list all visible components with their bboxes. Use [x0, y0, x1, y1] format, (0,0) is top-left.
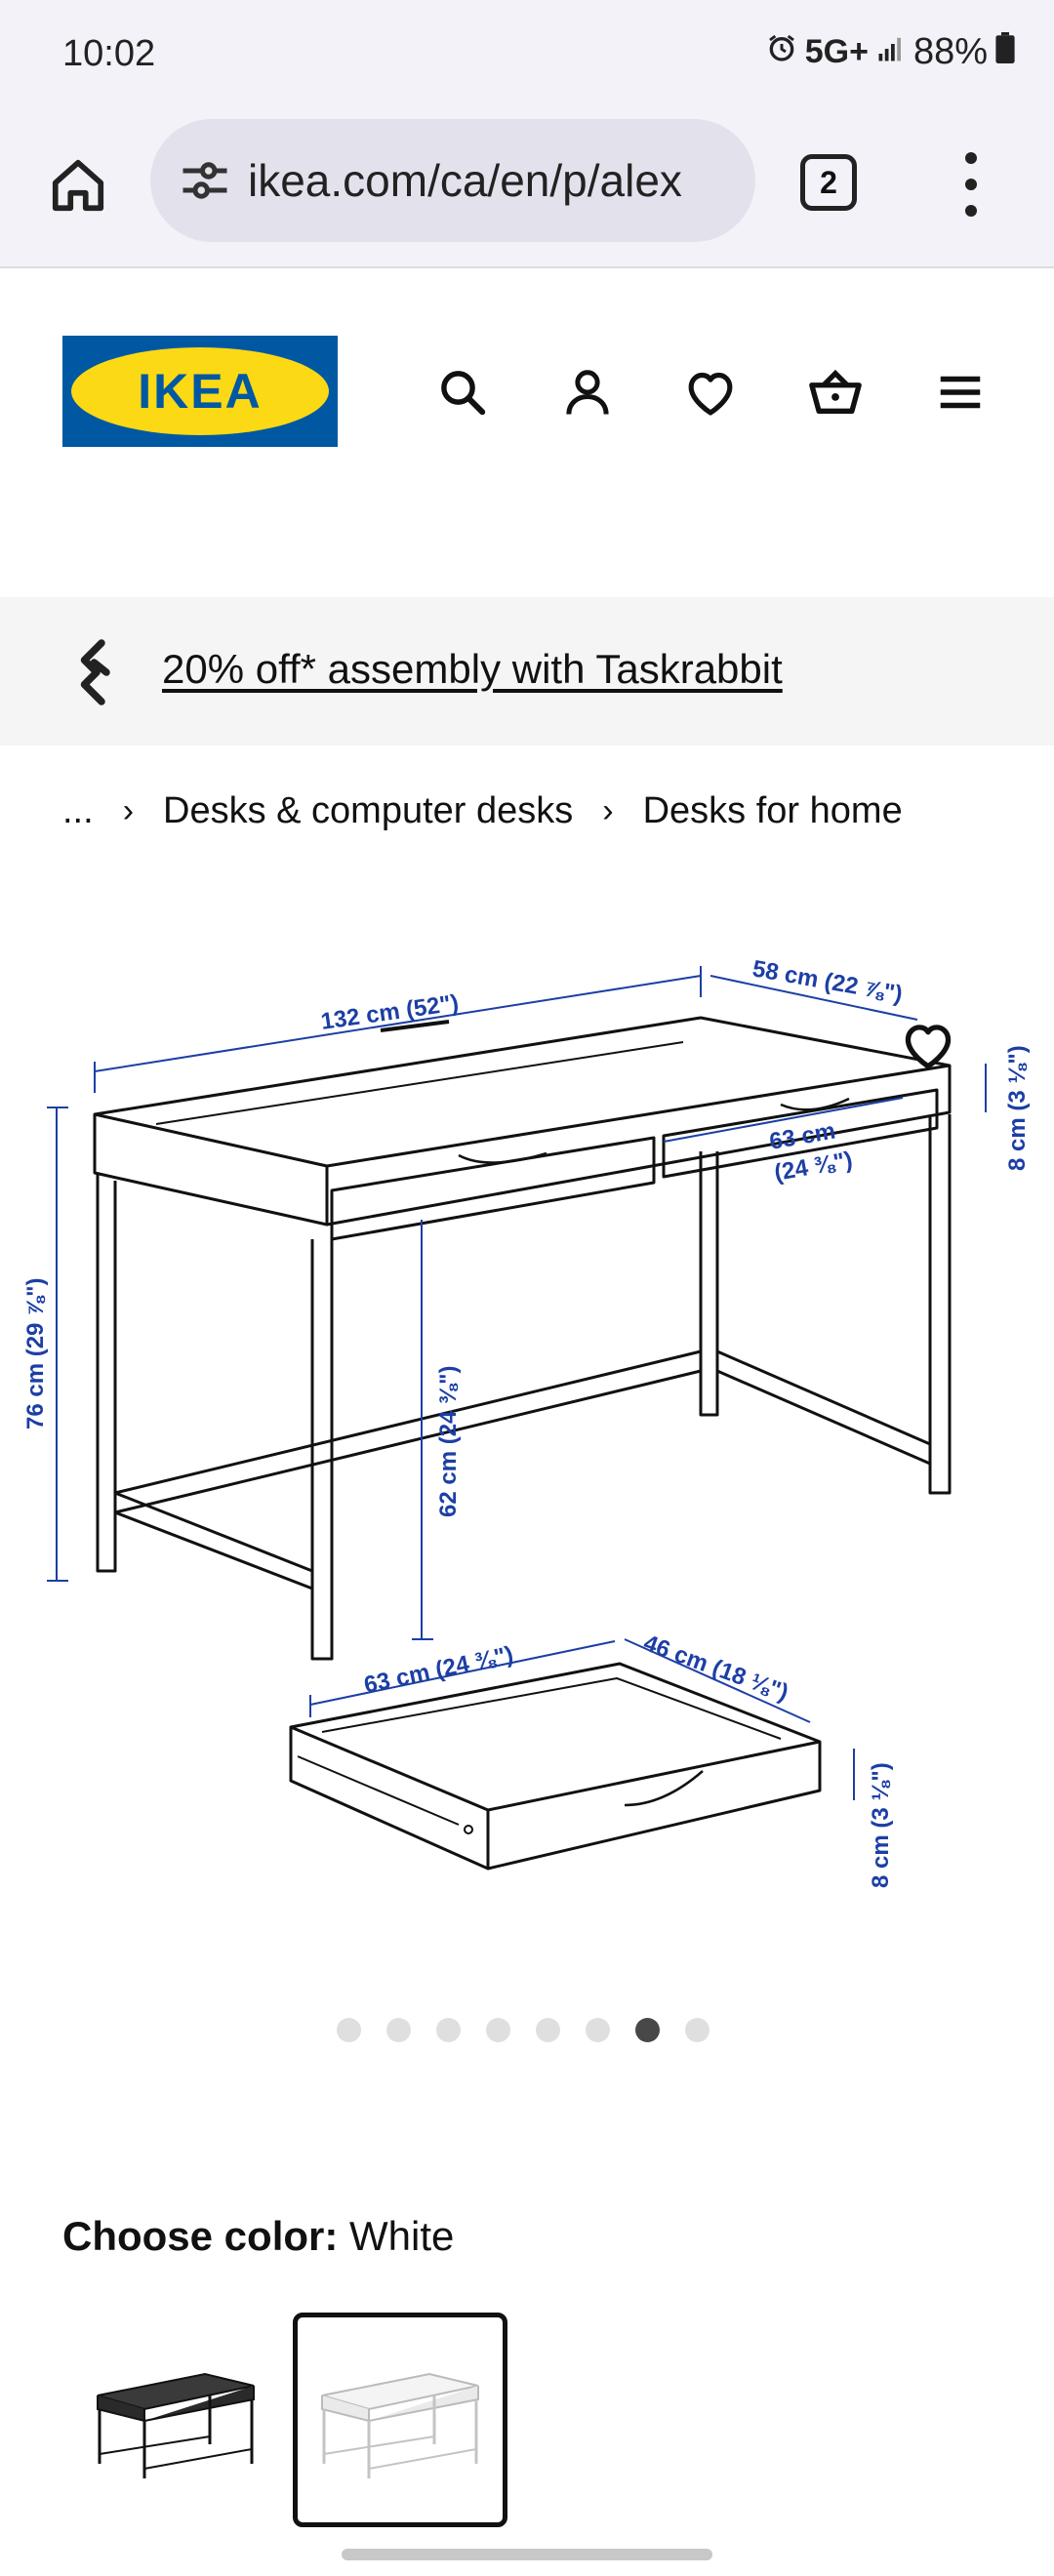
desk-front-right [326, 1066, 952, 1227]
status-indicators: 5G+ 88% [766, 31, 1015, 73]
carousel-dot[interactable] [486, 2018, 510, 2042]
dim-drawer-length-label: 63 cm (24 ⅜") [362, 1641, 516, 1699]
dim-under-height-label: 62 cm (24 ⅜") [435, 1366, 462, 1517]
chevron-right-icon: › [122, 792, 135, 829]
browser-menu-button[interactable] [956, 152, 986, 217]
breadcrumb-desks-computer-desks[interactable]: Desks & computer desks [163, 790, 574, 831]
carousel-dot[interactable] [536, 2018, 560, 2042]
heart-icon [905, 1025, 952, 1069]
menu-dot [965, 179, 977, 190]
cart-icon[interactable] [806, 363, 865, 422]
carousel-dot[interactable] [386, 2018, 411, 2042]
drawer-left [330, 1136, 656, 1241]
carousel-dot[interactable] [685, 2018, 709, 2042]
dim-side-height-label: 8 cm (3 ⅛") [1004, 1045, 1031, 1171]
url-text[interactable]: ikea.com/ca/en/p/alex [248, 155, 682, 206]
desk-leg-front-middle [310, 1239, 334, 1661]
gesture-home-indicator[interactable] [342, 2549, 712, 2560]
network-type: 5G+ [804, 33, 869, 70]
taskrabbit-promo-link[interactable]: 20% off* assembly with Taskrabbit [162, 646, 783, 692]
carousel-dot[interactable] [337, 2018, 361, 2042]
promo-banner: 20% off* assembly with Taskrabbit [0, 597, 1054, 745]
desk-leg-back-middle [699, 1151, 719, 1417]
battery-level: 88% [912, 31, 988, 72]
choose-color-label: Choose color: White [62, 2213, 454, 2260]
breadcrumb-ellipsis[interactable]: ... [62, 790, 94, 831]
alarm-icon [766, 31, 797, 73]
carousel-dot[interactable] [586, 2018, 610, 2042]
browser-home-button[interactable] [39, 146, 117, 224]
link-chain-icon [80, 639, 110, 705]
carousel-dot[interactable] [436, 2018, 461, 2042]
site-header: IKEA [0, 269, 1054, 595]
site-settings-icon[interactable] [176, 151, 234, 210]
breadcrumb: ... › Desks & computer desks › Desks for… [62, 790, 903, 832]
dim-drawer-width-label-a: 63 cm [767, 1118, 837, 1155]
image-carousel-dots [337, 2018, 709, 2042]
status-bar: 10:02 5G+ 88% [0, 0, 1054, 107]
desk-front-left [93, 1114, 329, 1227]
dim-total-height-label: 76 cm (29 ⅞") [22, 1278, 49, 1429]
ikea-logo[interactable]: IKEA [62, 336, 338, 447]
carousel-dot[interactable] [635, 2018, 660, 2042]
product-dimension-image[interactable]: 132 cm (52") 58 cm (22 ⅞") 8 cm (3 ⅛") 6… [0, 898, 1054, 2000]
add-to-favourites-button[interactable] [898, 1015, 958, 1075]
address-bar[interactable]: ikea.com/ca/en/p/alex [150, 119, 755, 242]
account-icon[interactable] [558, 363, 617, 422]
selected-color-value: White [349, 2213, 455, 2259]
home-icon [52, 159, 104, 212]
drawer-right [662, 1088, 939, 1179]
dim-drawer-height-label: 8 cm (3 ⅛") [868, 1762, 894, 1888]
breadcrumb-desks-for-home[interactable]: Desks for home [642, 790, 903, 831]
desk-leg-front-left [96, 1173, 117, 1573]
menu-dot [965, 152, 977, 164]
color-option-white[interactable] [293, 2313, 507, 2527]
menu-dot [965, 205, 977, 217]
color-option-black[interactable] [68, 2313, 283, 2527]
heart-icon[interactable] [681, 363, 740, 422]
search-icon[interactable] [433, 363, 492, 422]
logo-text: IKEA [138, 364, 262, 419]
desk-leg-front-right [928, 1114, 952, 1495]
browser-toolbar: ikea.com/ca/en/p/alex 2 [0, 107, 1054, 268]
desk-thumbnail-black [97, 2372, 255, 2478]
signal-icon [876, 31, 906, 73]
battery-icon [995, 31, 1015, 73]
header-icons [0, 363, 1054, 422]
desk-thumbnail-white [321, 2372, 479, 2478]
status-time: 10:02 [62, 33, 156, 74]
choose-color-title: Choose color: [62, 2213, 339, 2259]
chevron-right-icon: › [602, 792, 614, 829]
hamburger-menu-icon[interactable] [931, 363, 990, 422]
tab-switcher-button[interactable]: 2 [800, 154, 857, 211]
